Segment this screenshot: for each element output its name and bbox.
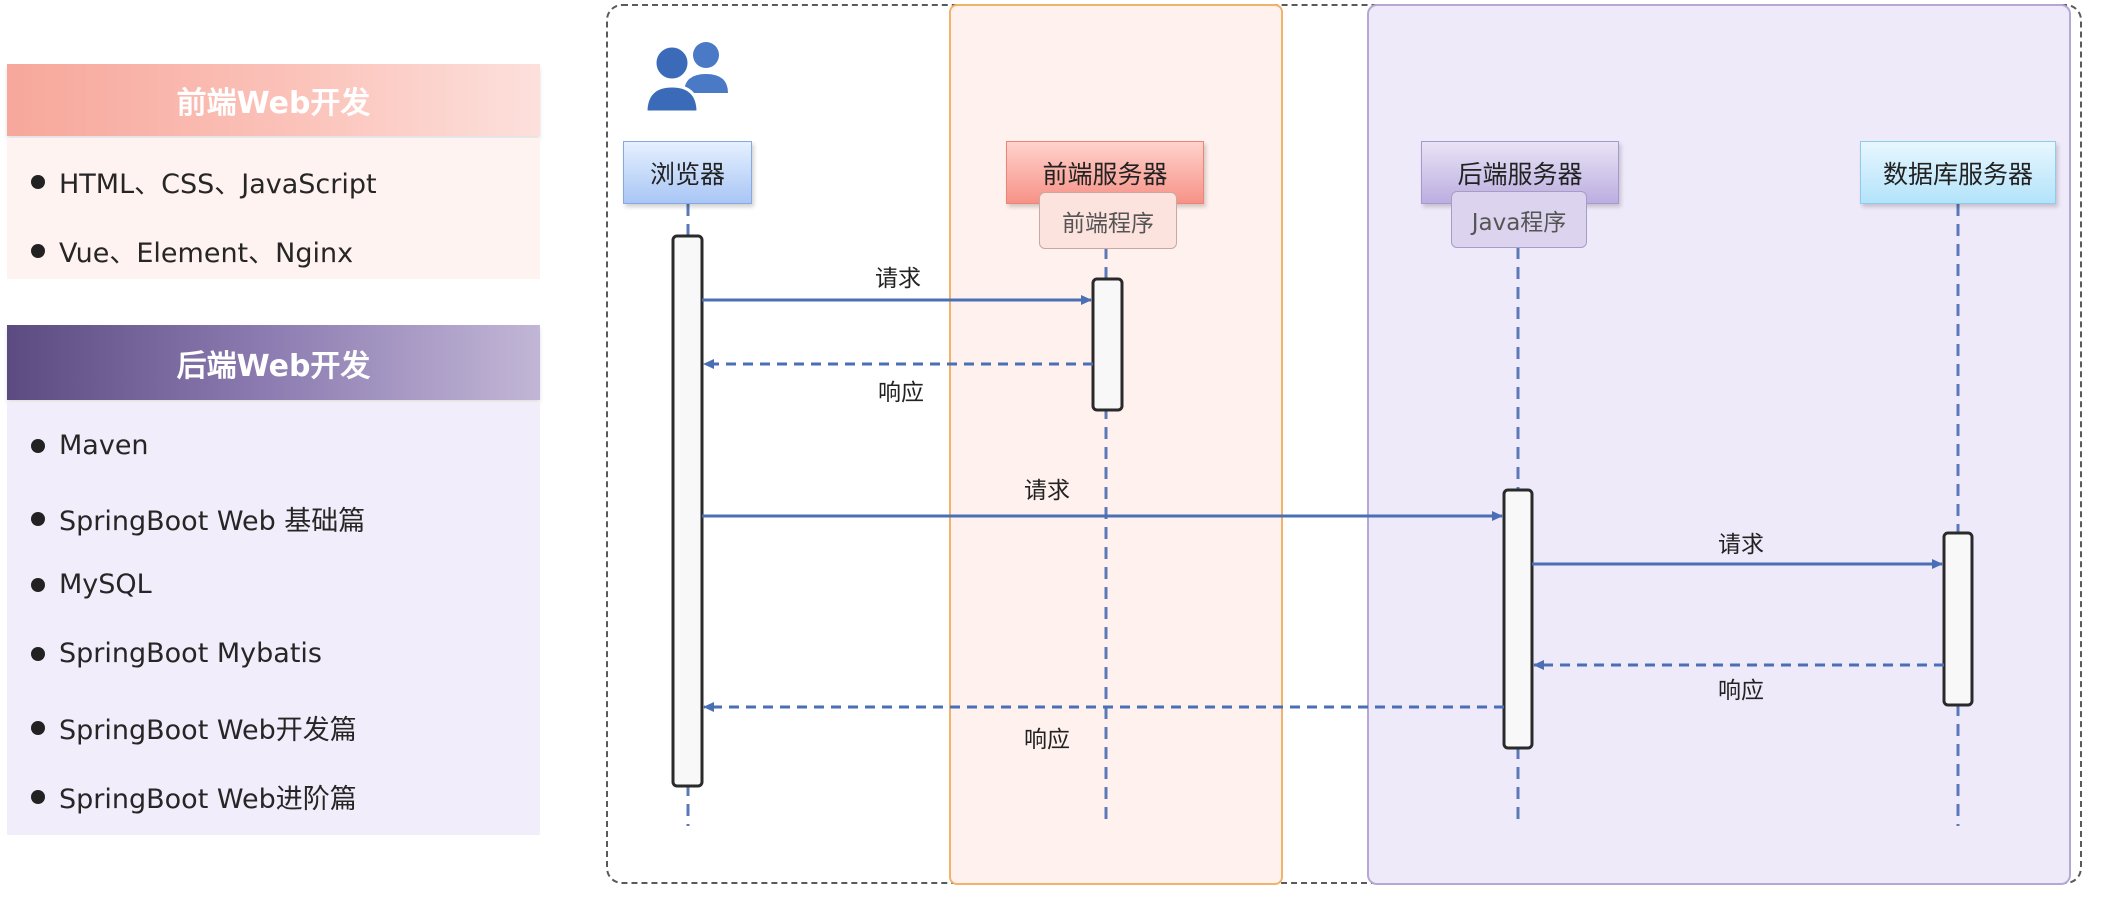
list-item: SpringBoot Web 基础篇 [7, 499, 365, 538]
list-item: Maven [7, 430, 149, 461]
list-item-label: SpringBoot Web进阶篇 [59, 784, 357, 815]
list-item: SpringBoot Web开发篇 [7, 708, 357, 747]
message-label: 响应 [1024, 727, 1070, 753]
list-item-label: Vue、Element、Nginx [59, 238, 354, 269]
participant-label: 浏览器 [649, 159, 725, 189]
backend-panel-title: 后端Web开发 [176, 348, 371, 384]
list-item: HTML、CSS、JavaScript [7, 162, 377, 201]
message-label: 请求 [875, 266, 921, 292]
bullet-icon [31, 646, 45, 661]
activation-frontend-server [1091, 277, 1124, 412]
backend-panel-list: Maven SpringBoot Web 基础篇 MySQL SpringBoo… [7, 402, 540, 835]
diagram-frame [606, 4, 2082, 884]
java-program-tag: Java程序 [1451, 191, 1587, 248]
activation-browser [671, 234, 704, 788]
frontend-panel-header: 前端Web开发 [7, 64, 540, 136]
participant-label: 前端服务器 [1042, 159, 1168, 189]
frontend-zone [949, 4, 1283, 885]
activation-backend-server [1502, 488, 1534, 750]
activation-database-server [1942, 531, 1974, 707]
list-item-label: SpringBoot Web开发篇 [59, 715, 357, 746]
bullet-icon [31, 511, 45, 526]
message-label: 响应 [1718, 678, 1764, 704]
participant-label: 数据库服务器 [1882, 159, 2033, 189]
bullet-icon [31, 174, 45, 189]
list-item-label: HTML、CSS、JavaScript [59, 169, 377, 200]
list-item: SpringBoot Mybatis [7, 638, 322, 669]
users-icon [644, 42, 728, 114]
message-label: 请求 [1024, 478, 1070, 504]
frontend-panel-list: HTML、CSS、JavaScript Vue、Element、Nginx [7, 138, 540, 279]
message-label: 响应 [878, 380, 924, 406]
list-item-label: SpringBoot Mybatis [59, 638, 322, 669]
list-item: SpringBoot Web进阶篇 [7, 777, 357, 816]
bullet-icon [31, 720, 45, 735]
tag-label: Java程序 [1471, 209, 1567, 236]
bullet-icon [31, 438, 45, 453]
list-item-label: SpringBoot Web 基础篇 [59, 506, 366, 537]
frontend-panel-title: 前端Web开发 [176, 86, 371, 121]
list-item: MySQL [7, 569, 152, 600]
participant-label: 后端服务器 [1457, 159, 1583, 189]
message-label: 请求 [1718, 532, 1764, 558]
participant-database-server: 数据库服务器 [1860, 141, 2056, 204]
bullet-icon [31, 577, 45, 592]
list-item-label: MySQL [59, 569, 152, 600]
backend-panel-header: 后端Web开发 [7, 325, 540, 400]
tag-label: 前端程序 [1062, 210, 1154, 237]
participant-browser: 浏览器 [623, 141, 752, 204]
bullet-icon [31, 789, 45, 804]
bullet-icon [31, 243, 45, 258]
frontend-program-tag: 前端程序 [1039, 192, 1177, 249]
list-item-label: Maven [59, 430, 149, 461]
list-item: Vue、Element、Nginx [7, 231, 353, 270]
